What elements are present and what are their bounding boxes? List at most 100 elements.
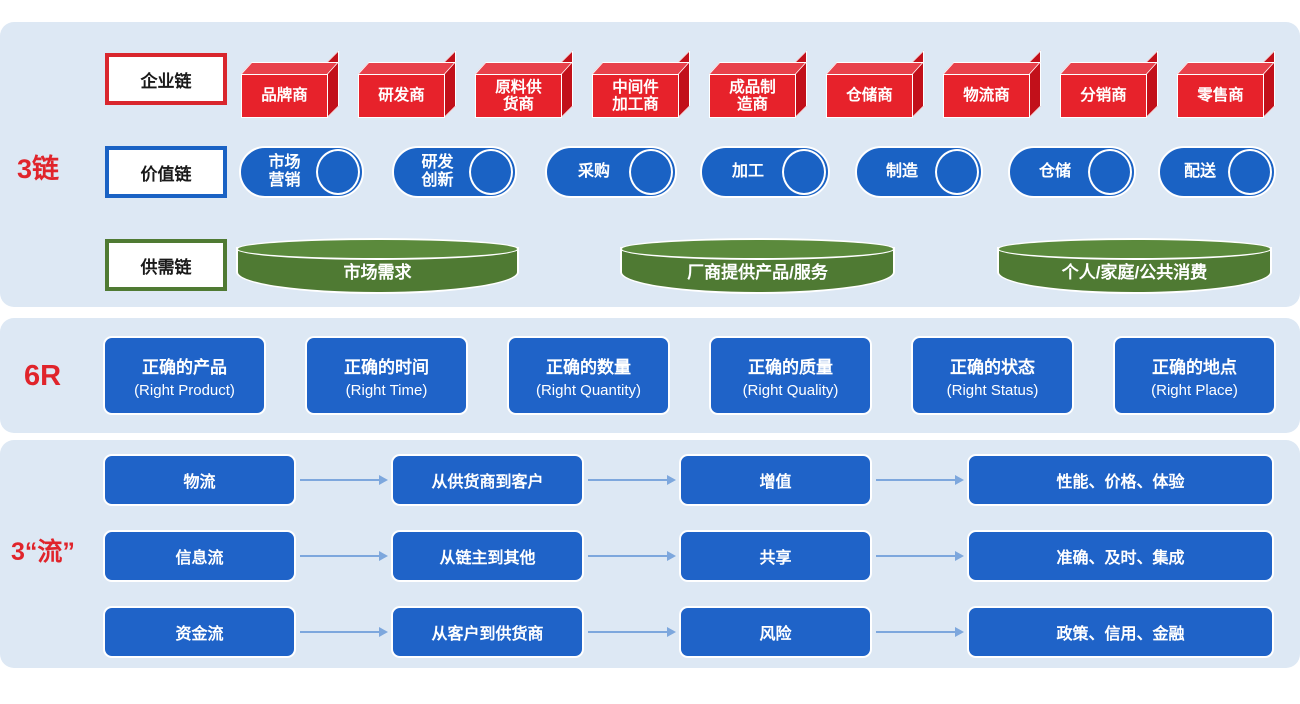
flow-source[interactable]: 资金流 bbox=[103, 606, 296, 658]
value-node[interactable]: 采购 bbox=[545, 146, 677, 198]
flow-direction[interactable]: 从供货商到客户 bbox=[391, 454, 584, 506]
box-top-face bbox=[1177, 62, 1275, 74]
value-node[interactable]: 研发创新 bbox=[392, 146, 517, 198]
six-r-item[interactable]: 正确的产品 (Right Product) bbox=[103, 336, 266, 415]
flow-source[interactable]: 物流 bbox=[103, 454, 296, 506]
enterprise-node-label: 零售商 bbox=[1177, 74, 1264, 118]
arrow-head bbox=[667, 475, 676, 485]
flow-arrow bbox=[300, 627, 388, 637]
arrow-head bbox=[667, 627, 676, 637]
flow-effect[interactable]: 风险 bbox=[679, 606, 872, 658]
flow-outcome[interactable]: 性能、价格、体验 bbox=[967, 454, 1274, 506]
box-top-face bbox=[826, 62, 924, 74]
enterprise-node[interactable]: 分销商 bbox=[1060, 50, 1158, 118]
enterprise-node[interactable]: 仓储商 bbox=[826, 50, 924, 118]
flow-arrow bbox=[300, 551, 388, 561]
arrow-shaft bbox=[588, 479, 667, 481]
arrow-head bbox=[955, 551, 964, 561]
six-r-item[interactable]: 正确的时间 (Right Time) bbox=[305, 336, 468, 415]
flow-effect[interactable]: 增值 bbox=[679, 454, 872, 506]
six-r-item-cn: 正确的数量 bbox=[546, 357, 631, 377]
arrow-head bbox=[955, 627, 964, 637]
enterprise-node[interactable]: 成品制造商 bbox=[709, 50, 807, 118]
value-node-label: 加工 bbox=[731, 163, 764, 181]
enterprise-node-label: 仓储商 bbox=[826, 74, 913, 118]
six-r-item-en: (Right Time) bbox=[345, 381, 428, 399]
box-top-face bbox=[943, 62, 1041, 74]
enterprise-node[interactable]: 原料供货商 bbox=[475, 50, 573, 118]
value-node[interactable]: 配送 bbox=[1158, 146, 1276, 198]
value-node-label: 市场营销 bbox=[268, 154, 301, 189]
value-node[interactable]: 市场营销 bbox=[239, 146, 364, 198]
arrow-head bbox=[379, 551, 388, 561]
box-side-face bbox=[561, 50, 573, 118]
cylinder-cap bbox=[629, 149, 673, 195]
value-node-label: 研发创新 bbox=[421, 154, 454, 189]
flow-outcome[interactable]: 政策、信用、金融 bbox=[967, 606, 1274, 658]
enterprise-node-label: 中间件加工商 bbox=[592, 74, 679, 118]
flow-effect[interactable]: 共享 bbox=[679, 530, 872, 582]
box-top-face bbox=[475, 62, 573, 74]
six-r-item-en: (Right Quality) bbox=[742, 381, 839, 399]
arrow-head bbox=[379, 475, 388, 485]
value-node[interactable]: 制造 bbox=[855, 146, 983, 198]
box-side-face bbox=[795, 50, 807, 118]
box-top-face bbox=[592, 62, 690, 74]
arrow-shaft bbox=[300, 479, 379, 481]
flow-direction[interactable]: 从客户到供货商 bbox=[391, 606, 584, 658]
box-top-face bbox=[709, 62, 807, 74]
arrow-shaft bbox=[876, 631, 955, 633]
chain-label-value[interactable]: 价值链 bbox=[105, 146, 227, 198]
chain-label-value-text: 价值链 bbox=[140, 164, 192, 184]
flow-source[interactable]: 信息流 bbox=[103, 530, 296, 582]
value-node[interactable]: 仓储 bbox=[1008, 146, 1136, 198]
six-r-item[interactable]: 正确的质量 (Right Quality) bbox=[709, 336, 872, 415]
six-r-item[interactable]: 正确的数量 (Right Quantity) bbox=[507, 336, 670, 415]
enterprise-node[interactable]: 品牌商 bbox=[241, 50, 339, 118]
value-node[interactable]: 加工 bbox=[700, 146, 830, 198]
supply-demand-node[interactable]: 厂商提供产品/服务 bbox=[620, 238, 895, 294]
six-r-item[interactable]: 正确的地点 (Right Place) bbox=[1113, 336, 1276, 415]
six-r-item-en: (Right Product) bbox=[134, 381, 235, 399]
six-r-item[interactable]: 正确的状态 (Right Status) bbox=[911, 336, 1074, 415]
box-side-face bbox=[1263, 50, 1275, 118]
arrow-shaft bbox=[588, 555, 667, 557]
arrow-head bbox=[955, 475, 964, 485]
enterprise-node-label: 原料供货商 bbox=[475, 74, 562, 118]
six-r-item-en: (Right Place) bbox=[1151, 381, 1238, 399]
flow-arrow bbox=[300, 475, 388, 485]
enterprise-node[interactable]: 零售商 bbox=[1177, 50, 1275, 118]
supply-demand-node[interactable]: 个人/家庭/公共消费 bbox=[997, 238, 1272, 294]
arrow-head bbox=[667, 551, 676, 561]
cylinder-lid bbox=[620, 238, 895, 260]
enterprise-node-label: 研发商 bbox=[358, 74, 445, 118]
cylinder-cap bbox=[1088, 149, 1132, 195]
box-side-face bbox=[327, 50, 339, 118]
six-r-item-cn: 正确的时间 bbox=[344, 357, 429, 377]
box-top-face bbox=[1060, 62, 1158, 74]
enterprise-node[interactable]: 物流商 bbox=[943, 50, 1041, 118]
chain-label-supply-demand[interactable]: 供需链 bbox=[105, 239, 227, 291]
box-side-face bbox=[444, 50, 456, 118]
arrow-shaft bbox=[876, 555, 955, 557]
enterprise-node-label: 分销商 bbox=[1060, 74, 1147, 118]
flow-direction[interactable]: 从链主到其他 bbox=[391, 530, 584, 582]
enterprise-node[interactable]: 中间件加工商 bbox=[592, 50, 690, 118]
cylinder-lid bbox=[236, 238, 519, 260]
arrow-head bbox=[379, 627, 388, 637]
six-r-item-cn: 正确的地点 bbox=[1152, 357, 1237, 377]
cylinder-cap bbox=[1228, 149, 1272, 195]
supply-demand-node[interactable]: 市场需求 bbox=[236, 238, 519, 294]
chain-label-enterprise[interactable]: 企业链 bbox=[105, 53, 227, 105]
flow-outcome[interactable]: 准确、及时、集成 bbox=[967, 530, 1274, 582]
cylinder-cap bbox=[782, 149, 826, 195]
box-side-face bbox=[678, 50, 690, 118]
enterprise-node-label: 品牌商 bbox=[241, 74, 328, 118]
value-node-label: 配送 bbox=[1183, 163, 1216, 181]
flow-arrow bbox=[876, 551, 964, 561]
value-node-label: 仓储 bbox=[1038, 163, 1071, 181]
six-r-item-en: (Right Status) bbox=[946, 381, 1039, 399]
arrow-shaft bbox=[588, 631, 667, 633]
enterprise-node[interactable]: 研发商 bbox=[358, 50, 456, 118]
